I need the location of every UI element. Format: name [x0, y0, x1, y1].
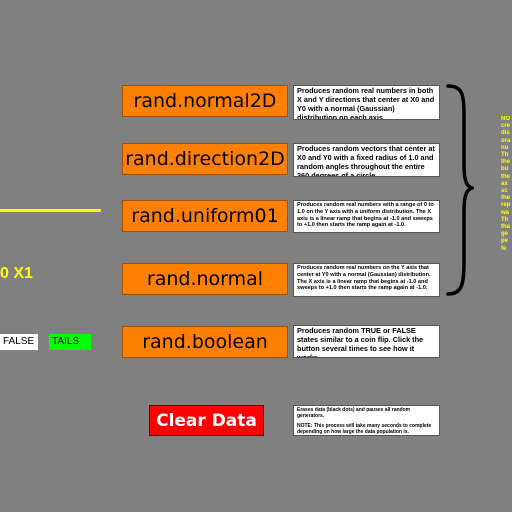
- clear-data-description: Erases data (black dots) and pauses all …: [293, 405, 440, 436]
- side-note-line: Th: [501, 152, 509, 159]
- side-note-line: cre: [501, 123, 511, 130]
- side-note-line: Th: [501, 216, 509, 223]
- rand-boolean-description: Produces random TRUE or FALSE states sim…: [293, 325, 440, 358]
- rand-normal2d-button[interactable]: rand.normal2D: [122, 85, 288, 117]
- side-note-line: ora: [501, 137, 511, 144]
- side-note-line: rep: [501, 202, 511, 209]
- rand-normal-description: Produces random real numbers on the Y ax…: [293, 263, 440, 297]
- side-note-line: fe: [501, 245, 507, 252]
- side-note-line: NO: [501, 116, 510, 122]
- rand-normal2d-description: Produces random real numbers in both X a…: [293, 85, 440, 120]
- rand-uniform01-description: Produces random real numbers with a rang…: [293, 200, 440, 233]
- side-note-line: ax: [501, 180, 508, 187]
- rand-direction2d-button[interactable]: rand.direction2D: [122, 143, 288, 175]
- side-note-line: sc: [501, 188, 508, 195]
- side-note-line: tha: [501, 224, 510, 231]
- false-indicator: FALSE: [0, 334, 38, 350]
- clear-data-description-line1: Erases data (black dots) and pauses all …: [297, 407, 411, 420]
- rand-direction2d-description: Produces random vectors that center at X…: [293, 143, 440, 177]
- side-note-line: ge: [501, 231, 509, 238]
- rand-boolean-button[interactable]: rand.boolean: [122, 326, 288, 358]
- side-note-line: dis: [501, 130, 510, 137]
- side-note-line: bu: [501, 166, 509, 173]
- side-note-line: the: [501, 159, 510, 166]
- clear-data-description-line2: NOTE: This process will take many second…: [297, 423, 432, 436]
- side-note-line: the: [501, 173, 510, 180]
- side-note-line: wa: [501, 209, 510, 216]
- tails-indicator: TAILS: [49, 334, 91, 350]
- curly-brace: [446, 84, 474, 296]
- side-note-line: nu: [501, 144, 509, 151]
- side-note-line: pe: [501, 238, 509, 245]
- axis-label: 0 X1: [0, 265, 33, 282]
- clear-data-button[interactable]: Clear Data: [149, 405, 264, 436]
- x-axis-line: [0, 209, 101, 212]
- rand-normal-button[interactable]: rand.normal: [122, 263, 288, 295]
- side-note-line: the: [501, 195, 510, 202]
- rand-uniform01-button[interactable]: rand.uniform01: [122, 200, 288, 232]
